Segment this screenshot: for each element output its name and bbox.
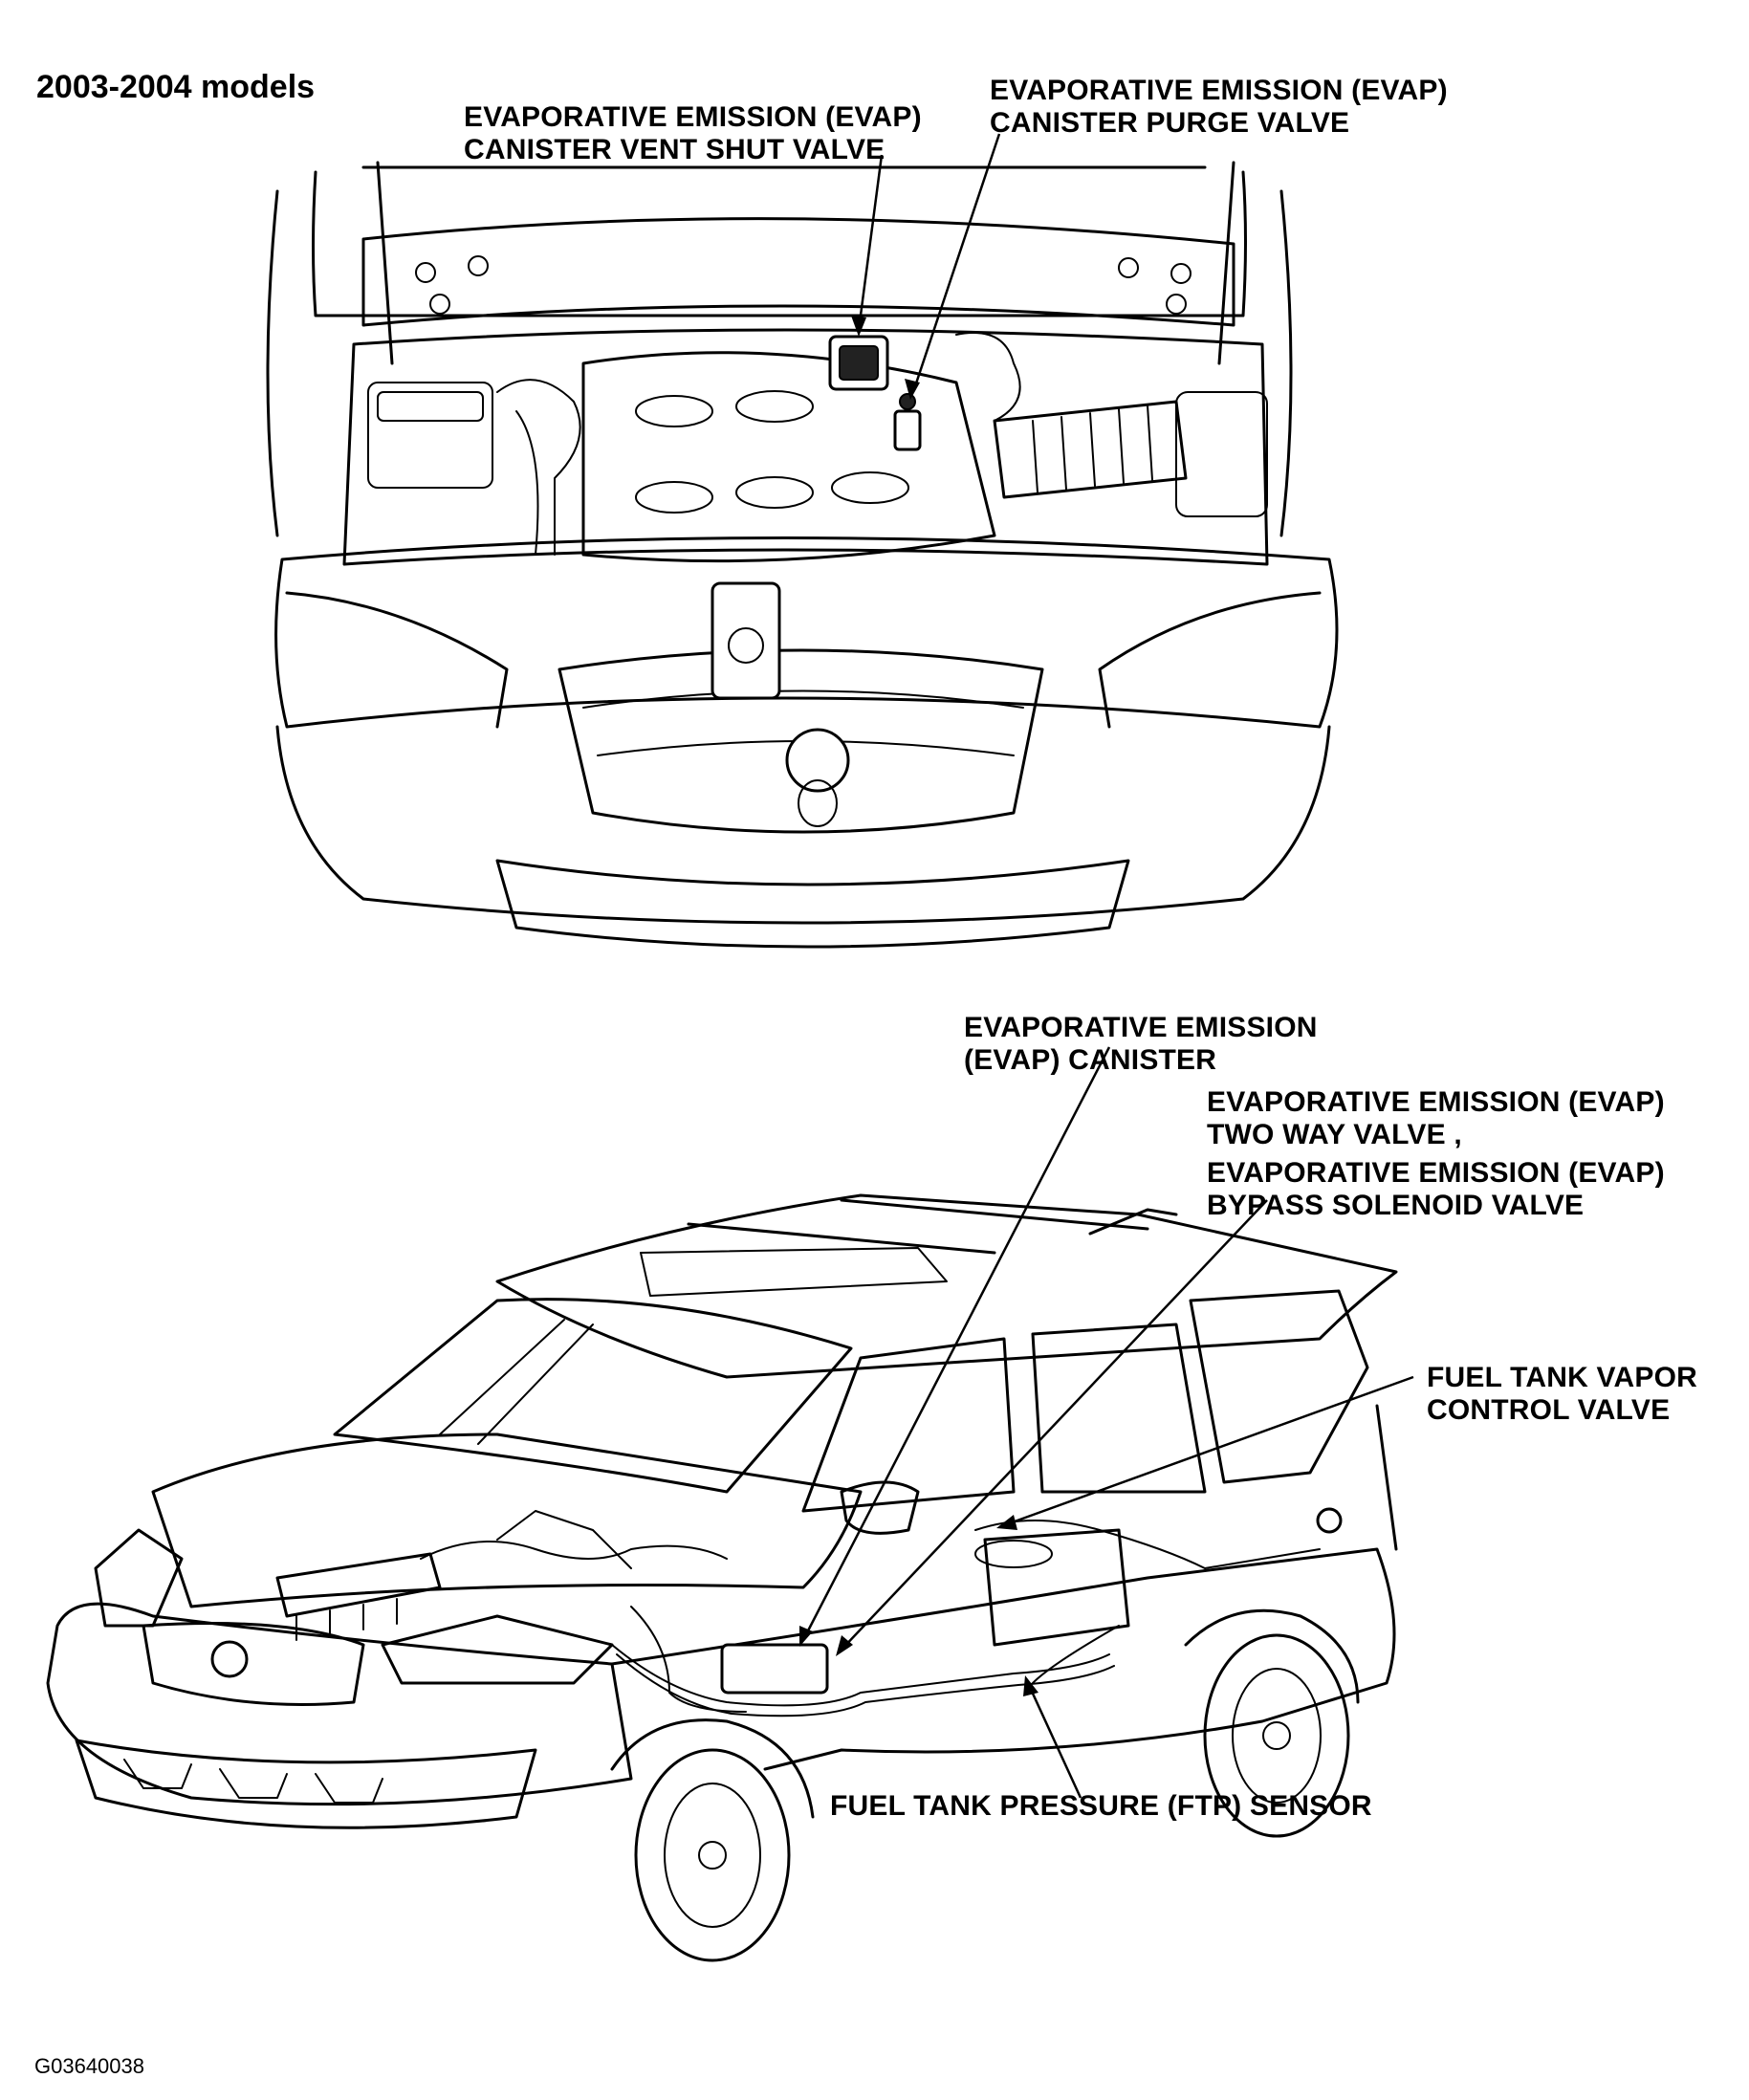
label-two-way-valve: EVAPORATIVE EMISSION (EVAP) TWO WAY VALV… [1207,1086,1665,1151]
vehicle-view [46,1193,1398,1962]
label-line: EVAPORATIVE EMISSION (EVAP) [1207,1157,1665,1189]
label-ftp-sensor: FUEL TANK PRESSURE (FTP) SENSOR [830,1790,1372,1823]
label-line: CANISTER PURGE VALVE [990,107,1350,139]
label-line: (EVAP) CANISTER [964,1044,1217,1076]
label-line: BYPASS SOLENOID VALVE [1207,1190,1585,1221]
label-line: EVAPORATIVE EMISSION (EVAP) [1207,1086,1665,1118]
label-line: FUEL TANK VAPOR [1427,1362,1698,1393]
figure-code: G03640038 [34,2054,144,2078]
engine-bay-view [266,161,1339,949]
label-canister: EVAPORATIVE EMISSION (EVAP) CANISTER [964,1012,1318,1077]
label-vapor-control-valve: FUEL TANK VAPOR CONTROL VALVE [1427,1362,1697,1427]
label-bypass-solenoid-valve: EVAPORATIVE EMISSION (EVAP) BYPASS SOLEN… [1207,1157,1665,1222]
bottom-leader-lines [799,1046,1414,1799]
label-vent-shut-valve: EVAPORATIVE EMISSION (EVAP) CANISTER VEN… [464,101,922,166]
label-line: FUEL TANK PRESSURE (FTP) SENSOR [830,1790,1372,1822]
label-line: EVAPORATIVE EMISSION (EVAP) [990,75,1448,106]
label-line: EVAPORATIVE EMISSION (EVAP) [464,101,922,133]
label-line: TWO WAY VALVE , [1207,1119,1462,1150]
page-heading: 2003-2004 models [36,69,316,105]
label-line: CANISTER VENT SHUT VALVE [464,134,885,165]
label-line: CONTROL VALVE [1427,1394,1671,1426]
label-line: EVAPORATIVE EMISSION [964,1012,1318,1043]
label-purge-valve: EVAPORATIVE EMISSION (EVAP) CANISTER PUR… [990,75,1448,140]
top-leader-lines [851,133,1001,400]
